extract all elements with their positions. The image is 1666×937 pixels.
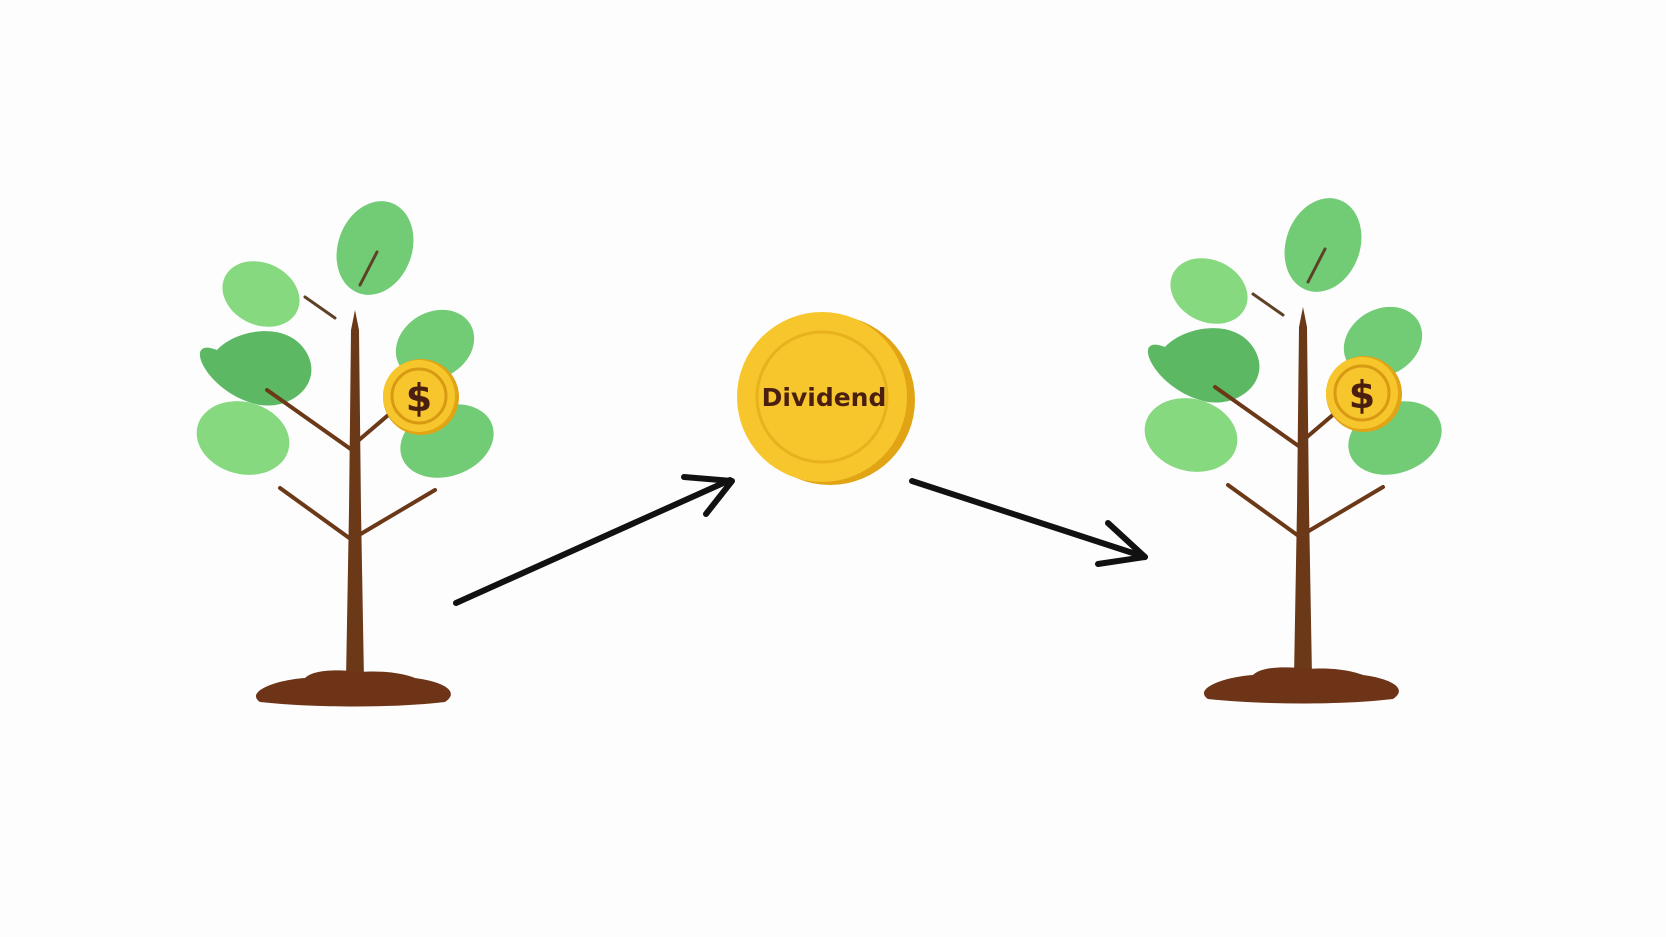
dividend-coin-label: Dividend	[762, 383, 887, 412]
arrow-icon	[909, 478, 1148, 560]
arrow-to-reinvestment	[909, 478, 1148, 567]
dividend-coin: Dividend	[737, 312, 915, 485]
right-tree: $	[1134, 185, 1455, 706]
left-tree: $	[186, 188, 507, 709]
arrow-to-dividend	[453, 474, 735, 606]
tree-icon	[186, 188, 507, 709]
arrow-head	[1095, 520, 1148, 567]
right-tree-coin-symbol: $	[1349, 373, 1375, 417]
right-tree-coin: $	[1324, 354, 1404, 434]
arrow-icon	[453, 477, 733, 606]
tree-icon	[1134, 185, 1455, 706]
arrow-head	[681, 474, 735, 517]
left-tree-coin: $	[381, 357, 461, 437]
left-tree-coin-symbol: $	[406, 376, 432, 420]
